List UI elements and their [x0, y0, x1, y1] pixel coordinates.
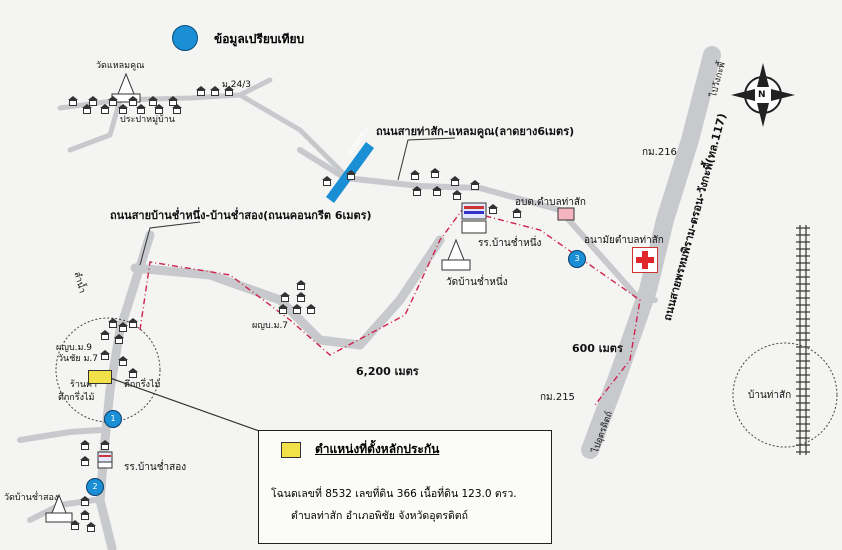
- marker-pointer: [109, 377, 263, 433]
- hospital-icon: [632, 247, 658, 273]
- house-icon: [80, 456, 90, 466]
- house-icon: [86, 522, 96, 532]
- house-icon: [296, 280, 306, 290]
- house-icon: [100, 440, 110, 450]
- legend-marker-swatch: [281, 442, 301, 458]
- house-icon: [108, 96, 118, 106]
- label-km216: กม.216: [642, 147, 677, 158]
- house-icon: [70, 520, 80, 530]
- label-km215: กม.215: [540, 392, 575, 403]
- house-icon: [470, 180, 480, 190]
- label-wansai: วันชัย ม.7: [58, 354, 98, 364]
- circle-number-3: 3: [568, 250, 586, 268]
- house-icon: [136, 104, 146, 114]
- north-arrow: [731, 63, 795, 127]
- label-health: อนามัยตำบลท่าสัก: [584, 235, 664, 246]
- house-icon: [172, 104, 182, 114]
- area-circle-thasak: [732, 342, 838, 448]
- label-school-2: รร.บ้านช่ำสอง: [124, 462, 187, 473]
- road-left: [95, 230, 155, 550]
- house-icon: [278, 304, 288, 314]
- house-icon: [430, 168, 440, 178]
- label-dist-600: 600 เมตร: [572, 342, 623, 355]
- house-icon: [346, 170, 356, 180]
- house-icon: [128, 318, 138, 328]
- school-icon-2: [97, 451, 113, 469]
- house-icon: [196, 86, 206, 96]
- house-icon: [68, 96, 78, 106]
- house-icon: [292, 304, 302, 314]
- house-icon: [118, 322, 128, 332]
- label-thasak: บ้านท่าสัก: [748, 390, 792, 401]
- collateral-marker: [88, 370, 112, 384]
- label-shop: ร้านค้า: [70, 380, 98, 390]
- house-icon: [432, 186, 442, 196]
- house-icon: [128, 96, 138, 106]
- label-village-sign: ประปาหมู่บ้าน: [120, 115, 175, 125]
- label-moo-24-3: ม.24/3: [222, 80, 252, 90]
- legend-box: ตำแหน่งที่ตั้งหลักประกัน โฉนดเลขที่ 8532…: [258, 430, 552, 544]
- house-icon: [412, 186, 422, 196]
- house-icon: [80, 510, 90, 520]
- label-road-concrete: ถนนสายบ้านช่ำหนึ่ง-บ้านช่ำสอง(ถนนคอนกรีต…: [110, 209, 372, 222]
- label-school-1: รร.บ้านช่ำหนึ่ง: [478, 238, 542, 249]
- house-icon: [306, 304, 316, 314]
- legend-line-2: ตำบลท่าสัก อำเภอพิชัย จังหวัดอุตรดิตถ์: [291, 510, 468, 522]
- circle-number-1: 1: [104, 410, 122, 428]
- house-icon: [148, 96, 158, 106]
- label-row-building: ตึกกรึ่งไม้: [124, 380, 161, 390]
- house-icon: [80, 496, 90, 506]
- house-icon: [80, 440, 90, 450]
- label-pyb-m7: ผญบ.ม.7: [252, 321, 289, 331]
- house-icon: [128, 368, 138, 378]
- temple-icon-1: [441, 238, 471, 271]
- header-title: ข้อมูลเปรียบเทียบ: [214, 32, 305, 46]
- label-temple-2: วัดบ้านช่ำสอง: [4, 493, 59, 503]
- label-dist-6200: 6,200 เมตร: [356, 365, 419, 378]
- house-icon: [210, 86, 220, 96]
- house-icon: [100, 350, 110, 360]
- house-icon: [452, 190, 462, 200]
- house-icon: [108, 318, 118, 328]
- label-road-thasak: ถนนสายท่าสัก-แหลมคูณ(ลาดยาง6เมตร): [376, 125, 575, 138]
- house-icon: [296, 292, 306, 302]
- house-icon: [410, 170, 420, 180]
- house-icon: [512, 208, 522, 218]
- circle-number-2: 2: [86, 478, 104, 496]
- label-row-building-2: ตึกกรึ่งไม้: [58, 393, 95, 403]
- label-temple-top: วัดแหลมคูณ: [96, 61, 145, 71]
- legend-dot-icon: [172, 25, 198, 51]
- label-pyb-m9: ผญบ.ม.9: [56, 343, 93, 353]
- house-icon: [118, 104, 128, 114]
- label-obt: อบต.ตำบลท่าสัก: [515, 197, 586, 208]
- house-icon: [488, 204, 498, 214]
- legend-title: ตำแหน่งที่ตั้งหลักประกัน: [315, 442, 440, 456]
- house-icon: [82, 104, 92, 114]
- village-road: [57, 77, 273, 111]
- house-icon: [224, 86, 234, 96]
- railway: [796, 225, 810, 455]
- house-icon: [154, 104, 164, 114]
- house-icon: [118, 356, 128, 366]
- house-icon: [100, 104, 110, 114]
- house-icon: [114, 334, 124, 344]
- obt-icon: [557, 207, 575, 221]
- house-icon: [100, 330, 110, 340]
- house-icon: [450, 176, 460, 186]
- house-icon: [280, 292, 290, 302]
- house-icon: [322, 176, 332, 186]
- school-icon-1: [461, 202, 487, 234]
- temple-icon-2: [45, 493, 73, 523]
- house-icon: [88, 96, 98, 106]
- road-concrete: [130, 235, 445, 350]
- legend-line-1: โฉนดเลขที่ 8532 เลขที่ดิน 366 เนื้อที่ดิ…: [271, 488, 517, 500]
- route-path: [139, 209, 641, 406]
- village-spur: [67, 97, 123, 153]
- road-left-branch: [17, 427, 103, 443]
- label-north: N: [758, 90, 766, 100]
- label-temple-1: วัดบ้านช่ำหนึ่ง: [446, 277, 508, 288]
- village-spur-2: [237, 92, 348, 178]
